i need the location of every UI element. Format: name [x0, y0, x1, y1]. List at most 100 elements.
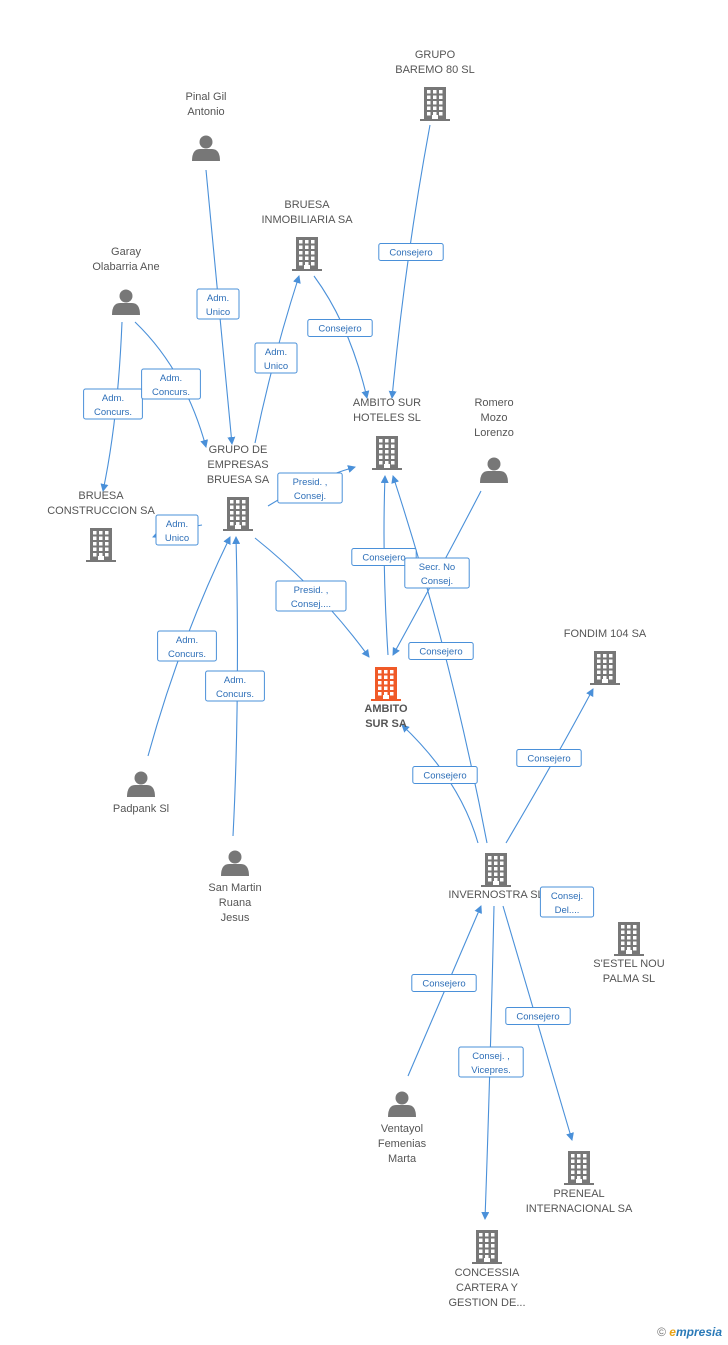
edge-label-text: Concurs. — [168, 649, 206, 660]
node-fondim[interactable]: FONDIM 104 SA — [564, 628, 647, 685]
edge-label-text: Consej. — [421, 576, 453, 587]
node-sestel[interactable]: S'ESTEL NOU PALMA SL — [593, 922, 665, 985]
edge-label-text: Presid. , — [294, 585, 329, 596]
edge-label-text: Concurs. — [216, 689, 254, 700]
edge-label-box — [157, 630, 217, 662]
edge-label-text: Unico — [206, 307, 230, 318]
building-icon — [481, 853, 511, 887]
edge-label-box — [254, 342, 298, 374]
edge-label-text: Vicepres. — [471, 1065, 510, 1076]
node-grupo_bruesa[interactable]: GRUPO DE EMPRESAS BRUESA SA — [207, 444, 270, 531]
edge-role-label[interactable]: Consejero — [307, 319, 373, 337]
edge-role-label[interactable]: Adm.Concurs. — [83, 388, 143, 420]
node-label: CONSTRUCCION SA — [47, 505, 155, 517]
edge-label-box — [277, 472, 343, 504]
edge-role-label[interactable]: Adm.Unico — [155, 514, 199, 546]
edge-label-box — [307, 319, 373, 337]
edge-grupo_baremo-to-ambito_hoteles — [388, 124, 431, 399]
edge-role-label[interactable]: Adm.Concurs. — [141, 368, 201, 400]
person-icon — [480, 457, 508, 483]
person-icon — [221, 850, 249, 876]
edge-label-text: Consejero — [423, 771, 466, 782]
edge-label-box — [378, 243, 444, 261]
edge-label-text: Adm. — [265, 347, 287, 358]
node-invernostra[interactable]: INVERNOSTRA SL — [448, 853, 544, 901]
edge-invernostra-to-preneal — [502, 905, 574, 1141]
edge-role-label[interactable]: Adm.Concurs. — [205, 670, 265, 702]
node-label: Femenias — [378, 1138, 427, 1150]
node-label: AMBITO SUR — [353, 397, 421, 409]
footer-brand: © empresia — [657, 1325, 722, 1339]
edge-role-label[interactable]: Consejero — [505, 1007, 571, 1025]
edge-label-text: Consejero — [422, 979, 465, 990]
edge-label-text: Presid. , — [293, 477, 328, 488]
node-label: CONCESSIA — [455, 1267, 520, 1279]
node-label: Padpank Sl — [113, 803, 169, 815]
building-icon — [372, 436, 402, 470]
edge-role-label[interactable]: Adm.Unico — [254, 342, 298, 374]
building-icon — [564, 1151, 594, 1185]
copyright-symbol: © — [657, 1325, 666, 1339]
edge-label-box — [155, 514, 199, 546]
node-label: Mozo — [481, 412, 508, 424]
edge-role-label[interactable]: Adm. Concurs. — [157, 630, 217, 662]
edge-role-label[interactable]: Consejero — [411, 974, 477, 992]
edge-label-text: Consejero — [419, 647, 462, 658]
edge-label-text: Adm. — [207, 293, 229, 304]
edge-role-label[interactable]: Consejero — [408, 642, 474, 660]
node-padpank[interactable]: Padpank Sl — [113, 771, 169, 816]
node-label: GRUPO DE — [209, 444, 268, 456]
node-label: EMPRESAS — [207, 459, 268, 471]
node-label: S'ESTEL NOU — [593, 958, 664, 970]
node-label: BRUESA — [284, 199, 330, 211]
edge-role-label[interactable]: Consejero — [412, 766, 478, 784]
node-label: Lorenzo — [474, 427, 514, 439]
edge-role-label[interactable]: Consejero — [351, 548, 417, 566]
edge-label-box — [275, 580, 347, 612]
edge-role-label[interactable]: Adm. Unico — [196, 288, 240, 320]
person-icon — [127, 771, 155, 797]
edge-label-box — [351, 548, 417, 566]
edge-label-box — [458, 1046, 524, 1078]
building-icon — [86, 528, 116, 562]
edge-label-text: Adm. — [176, 635, 198, 646]
edge-label-box — [505, 1007, 571, 1025]
building-icon — [223, 497, 253, 531]
node-label: PRENEAL — [553, 1188, 604, 1200]
edge-label-text: Del.... — [555, 905, 580, 916]
edge-label-text: Consejero — [318, 324, 361, 335]
building-icon — [420, 87, 450, 121]
node-label: Ventayol — [381, 1123, 423, 1135]
edge-role-label[interactable]: Consej. ,Vicepres. — [458, 1046, 524, 1078]
edge-role-label[interactable]: Presid. ,Consej.... — [275, 580, 347, 612]
empresia-logo[interactable]: empresia — [669, 1325, 722, 1339]
edge-label-box — [516, 749, 582, 767]
node-label: San Martin — [208, 882, 261, 894]
edge-role-label[interactable]: Presid. , Consej. — [277, 472, 343, 504]
node-label: BRUESA SA — [207, 474, 270, 486]
edge-role-label[interactable]: Consejero — [516, 749, 582, 767]
node-label: CARTERA Y — [456, 1282, 519, 1294]
node-label: Romero — [474, 397, 513, 409]
edge-label-box — [196, 288, 240, 320]
node-label: Antonio — [187, 106, 224, 118]
edge-label-text: Adm. — [166, 519, 188, 530]
edge-role-label[interactable]: Consejero — [378, 243, 444, 261]
edge-label-text: Consej. — [294, 491, 326, 502]
edge-label-text: Concurs. — [152, 387, 190, 398]
edge-role-label[interactable]: Consej.Del.... — [539, 886, 595, 918]
node-label: PALMA SL — [603, 973, 655, 985]
